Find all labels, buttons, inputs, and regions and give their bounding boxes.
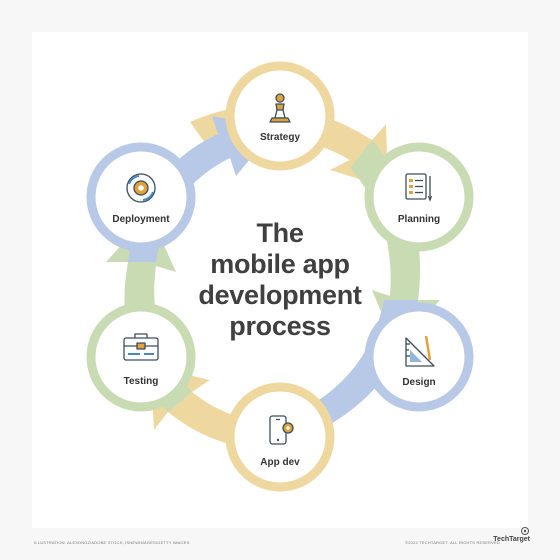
toolbox-icon [123, 333, 159, 361]
step-ring-design [364, 302, 474, 412]
step-ring-app-dev [225, 382, 335, 492]
techtarget-logo-icon [521, 527, 529, 535]
diagram-title: The mobile app development process [160, 218, 400, 342]
step-label-deployment: Deployment [112, 214, 170, 225]
step-label-strategy: Strategy [260, 132, 300, 143]
step-strategy: Strategy [225, 61, 335, 171]
step-ring-planning [364, 142, 474, 252]
copyright-notice: ©2024 TECHTARGET. ALL RIGHTS RESERVED [405, 540, 500, 545]
step-deployment: Deployment [86, 142, 196, 252]
step-ring-deployment [86, 142, 196, 252]
step-label-planning: Planning [398, 214, 440, 225]
title-line-1: The [256, 218, 304, 248]
step-label-design: Design [402, 377, 435, 388]
title-line-4: process [229, 311, 331, 341]
ruler-triangle-icon [405, 335, 435, 367]
step-app-dev: App dev [225, 382, 335, 492]
brand-name: TechTarget [493, 536, 530, 543]
checklist-icon [405, 173, 433, 202]
chess-pawn-icon [269, 93, 291, 123]
title-line-3: development [198, 280, 362, 310]
phone-gear-icon [269, 415, 294, 445]
step-planning: Planning [364, 142, 474, 252]
step-testing: Testing [86, 302, 196, 412]
gear-cycle-icon [126, 173, 156, 203]
image-credit: ILLUSTRATION: ALEXDNDZ/ADOBE STOCK; ISNE… [34, 540, 190, 545]
step-ring-strategy [225, 61, 335, 171]
step-label-app-dev: App dev [260, 457, 300, 468]
step-ring-testing [86, 302, 196, 412]
step-design: Design [364, 302, 474, 412]
title-line-2: mobile app [210, 249, 350, 279]
step-label-testing: Testing [124, 376, 159, 387]
